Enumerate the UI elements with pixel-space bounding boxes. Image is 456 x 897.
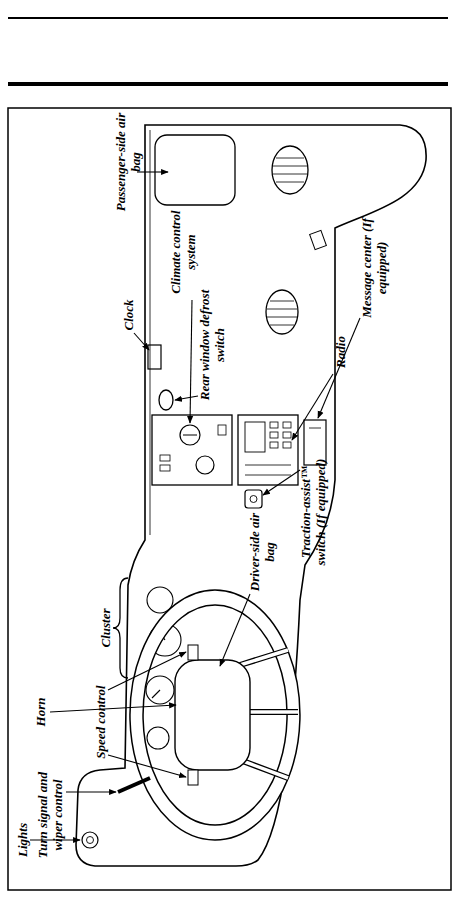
climate-panel [152,415,232,485]
part-label: Lights [15,823,30,857]
speed-button [188,645,198,660]
light-knob [87,837,94,844]
dashboard-outline [76,125,426,866]
speed-button [188,770,198,785]
part-label: Passenger-side air bag [113,110,143,215]
figure-frame [8,108,451,890]
traction-switch [245,490,262,508]
defrost-switch [159,390,173,410]
cluster-brace [113,578,128,678]
header-rule [8,17,448,19]
leader-lines [30,172,360,840]
light-knob [82,832,98,848]
part-label: Traction-assist™ switch (If equipped) [298,450,328,575]
part-label: Turn signal and wiper control [35,763,65,868]
part-label: Message center (If equipped) [359,216,389,321]
air-vent [266,290,298,334]
part-label: Horn [33,698,48,727]
traction-switch [250,496,257,503]
turn-stalk [118,778,150,792]
wheel-hub [175,660,250,770]
dash-edge [150,130,151,535]
part-label: Cluster [98,608,113,647]
message-display [309,428,321,429]
part-label: Radio [333,336,348,368]
clock-display [148,345,161,369]
radio-unit [238,415,298,485]
header-rule [8,82,448,86]
part-label: Driver-side air bag [247,511,277,593]
part-label: Climate control system [168,200,198,305]
part-label: Rear window defrost switch [197,280,227,410]
steering-wheel [130,590,300,840]
emblem [310,230,327,249]
part-label: Speed control [93,685,108,758]
part-label: Clock [121,299,136,330]
air-vent [272,146,308,194]
airbag-door [155,135,235,205]
message-display [304,420,326,465]
